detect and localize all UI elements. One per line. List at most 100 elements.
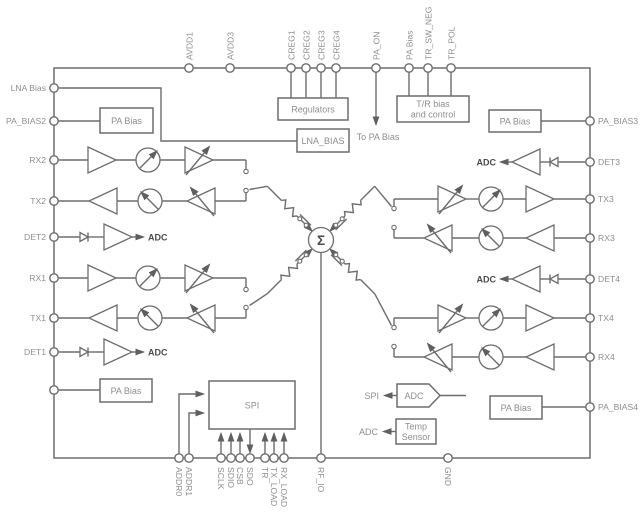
pin-label-sclk: SCLK (216, 467, 226, 490)
pin-addr0 (174, 453, 184, 463)
pin-tx-load (269, 453, 279, 463)
rx1-signal-chain (54, 265, 249, 293)
det4-detector-chain: ADC (477, 265, 590, 293)
pin-sclk (216, 453, 226, 463)
pin-lna-bias (49, 83, 59, 93)
pin-label-addr0: ADDR0 (174, 467, 184, 496)
adc-to-spi-label: SPI (364, 391, 379, 401)
lna-bias-label: LNA_BIAS (301, 136, 344, 146)
pin-label-lna-bias: LNA Bias (11, 83, 46, 93)
pin-label-creg4: CREG4 (332, 30, 342, 60)
pin-label-rx3: RX3 (598, 233, 615, 243)
pin-pa-bias4 (585, 402, 595, 412)
adc-label: ADC (404, 391, 424, 401)
bottom-pins: ADDR0 ADDR1 SCLK SDIO CSB SDO TR TX_LOAD… (174, 453, 453, 507)
pin-csb (235, 453, 245, 463)
temp-sensor-label-1: Temp (405, 422, 427, 432)
pin-label-creg3: CREG3 (317, 30, 327, 60)
pin-creg1 (286, 63, 296, 73)
temp-sensor-label-2: Sensor (402, 432, 431, 442)
pin-det2 (49, 232, 59, 242)
rx4-phase-shifter-icon (479, 345, 503, 369)
pin-label-rf-io: RF_IO (316, 467, 326, 493)
pin-rf-io (316, 453, 326, 463)
pin-pa-bias2 (49, 116, 59, 126)
pin-label-avdd3: AVDD3 (226, 32, 236, 60)
pa-on-arrow: To PA Bias (357, 68, 400, 142)
tx3-phase-shifter-icon (479, 187, 503, 211)
pin-det4 (585, 274, 595, 284)
pin-label-pa-bias3: PA_BIAS3 (598, 116, 638, 126)
pin-label-sdo: SDO (245, 467, 255, 486)
pin-label-rx2: RX2 (29, 155, 46, 165)
tr-bias-label-1: T/R bias (416, 99, 450, 109)
regulators-label: Regulators (291, 105, 335, 115)
pin-pa-bias (404, 63, 414, 73)
pin-label-det4: DET4 (598, 274, 620, 284)
pin-tx1 (49, 313, 59, 323)
rx2-phase-shifter-icon (136, 148, 160, 172)
det4-adc-label: ADC (477, 275, 497, 285)
pin-label-rx4: RX4 (598, 352, 615, 362)
pa-bias-label: PA Bias (111, 116, 142, 126)
pin-tr-sw-neg (423, 63, 433, 73)
spi-label: SPI (245, 401, 260, 411)
rx4-signal-chain (391, 344, 590, 372)
tr-bias-control-block: T/R bias and control (396, 68, 470, 123)
det1-adc-label: ADC (148, 348, 168, 358)
adc-block: ADC SPI (364, 383, 466, 408)
pin-addr1 (184, 453, 194, 463)
pin-pa-bias3 (585, 116, 595, 126)
pin-label-det3: DET3 (598, 157, 620, 167)
tx1-phase-shifter-icon (138, 306, 162, 330)
det2-adc-label: ADC (148, 233, 168, 243)
sigma-label: Σ (317, 233, 325, 248)
tx4-phase-shifter-icon (479, 306, 503, 330)
rx2-signal-chain (54, 147, 249, 175)
pin-label-pa-bias2: PA_BIAS2 (6, 116, 46, 126)
tx2-phase-shifter-icon (138, 189, 162, 213)
pa-bias-label: PA Bias (500, 117, 531, 127)
pin-creg2 (301, 63, 311, 73)
pin-tx2 (49, 196, 59, 206)
pin-gnd (443, 453, 453, 463)
pin-label-tx1: TX1 (30, 313, 46, 323)
pin-tx3 (585, 194, 595, 204)
left-pins: LNA Bias PA_BIAS2 RX2 TX2 DET2 RX1 TX1 D… (6, 83, 59, 395)
pin-label-pa-bias4: PA_BIAS4 (598, 402, 638, 412)
pin-rx1 (49, 273, 59, 283)
pa-bias-label: PA Bias (501, 403, 532, 413)
combiner-network: Σ (266, 185, 376, 458)
to-pa-bias-label: To PA Bias (357, 132, 400, 142)
pin-det3 (585, 157, 595, 167)
pin-label-tx-load: TX_LOAD (269, 467, 279, 506)
pin-label-pa-on: PA_ON (372, 32, 382, 61)
lna-bias-block: LNA_BIAS (54, 87, 350, 153)
pa-bias-label: PA Bias (111, 386, 142, 396)
pin-rx3 (585, 233, 595, 243)
pin-label-tr-sw-neg: TR_SW_NEG (424, 6, 434, 60)
pa-bias-block-ch1: PA Bias (54, 378, 153, 403)
temp-to-adc-label: ADC (359, 427, 379, 437)
rx3-phase-shifter-icon (479, 226, 503, 250)
det3-adc-label: ADC (477, 158, 497, 168)
top-pins: AVDD1 AVDD3 CREG1 CREG2 CREG3 CREG4 PA_O… (184, 6, 457, 73)
pin-label-tr-pol: TR_POL (447, 26, 457, 60)
pin-label-tx4: TX4 (598, 313, 614, 323)
pin-pa-on (371, 63, 381, 73)
pin-label-avdd1: AVDD1 (185, 32, 195, 60)
tx4-signal-chain (374, 293, 590, 333)
regulators-block: Regulators (277, 68, 349, 121)
pin-label-sdio: SDIO (226, 467, 236, 488)
pin-tx4 (585, 313, 595, 323)
pin-rx-load (279, 453, 289, 463)
tx1-signal-chain (54, 293, 268, 333)
pin-unlabeled-left (49, 385, 59, 395)
pin-label-rx-load: RX_LOAD (279, 467, 289, 507)
right-pins: PA_BIAS3 DET3 TX3 RX3 DET4 TX4 RX4 PA_BI… (585, 116, 638, 412)
pin-avdd3 (225, 63, 235, 73)
pin-label-det1: DET1 (24, 347, 46, 357)
pa-bias-block-ch4: PA Bias (489, 395, 590, 420)
